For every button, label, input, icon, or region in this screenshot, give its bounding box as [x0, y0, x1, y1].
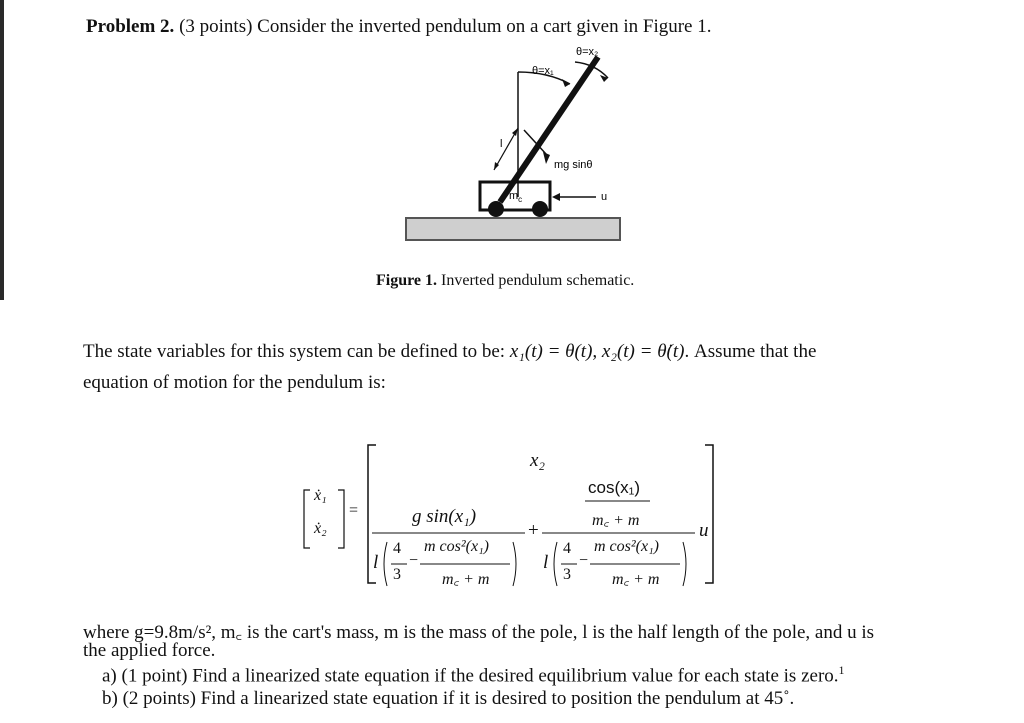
label-theta-x2: θ=x₂: [576, 46, 598, 58]
term1-numerator: g sin(x₁): [412, 506, 477, 527]
question-b-text: (2 points) Find a linearized state equat…: [122, 688, 795, 709]
label-theta-x1: θ=x₁: [532, 65, 554, 77]
problem-label: Problem 2.: [86, 16, 175, 37]
question-a-label: a): [102, 665, 117, 687]
lhs-x2dot: ẋ₂: [314, 520, 327, 537]
term2-mcos: m cos²(x₁): [594, 538, 659, 555]
where-line1: where g=9.8m/s², m꜀ is the cart's mass, …: [83, 622, 875, 643]
term2-minus: −: [579, 552, 589, 569]
problem-text: Consider the inverted pendulum on a cart…: [257, 16, 712, 37]
plus-sign: +: [528, 520, 539, 541]
problem-points: (3 points): [179, 16, 253, 37]
label-l: l: [500, 138, 502, 150]
term2-four: 4: [563, 540, 571, 557]
label-u: u: [601, 191, 607, 203]
theta2-arc: [574, 61, 609, 79]
term2-mcm-bottom: m꜀ + m: [612, 571, 660, 588]
state-text-math: x₁(t) = θ(t), x₂(t) = θ̇(t): [509, 341, 685, 362]
equals-sign: =: [349, 502, 359, 519]
wheel-left: [488, 201, 504, 217]
term2-three: 3: [563, 566, 571, 583]
equation-brackets: [303, 444, 714, 587]
figure-caption: Figure 1. Inverted pendulum schematic.: [376, 272, 634, 290]
term1-mcos: m cos²(x₁): [424, 538, 489, 555]
footnote-marker: 1: [838, 663, 845, 677]
state-text-line2: equation of motion for the pendulum is:: [83, 372, 386, 393]
figure-caption-label: Figure 1.: [376, 272, 438, 289]
input-u: u: [699, 520, 709, 541]
term1-mcm: m꜀ + m: [442, 571, 490, 588]
label-mg-sin: mg sinθ: [554, 159, 593, 171]
label-mc: mc: [509, 190, 522, 204]
state-text-a: The state variables for this system can …: [83, 341, 506, 362]
pendulum-pole: [497, 55, 601, 204]
lhs-x1dot: ẋ₁: [314, 487, 327, 504]
term1-three: 3: [393, 566, 401, 583]
problem-statement: Problem 2. (3 points) Consider the inver…: [86, 16, 711, 38]
term2-l: l: [543, 552, 549, 573]
term1-minus: −: [409, 552, 419, 569]
question-b: b) (2 points) Find a linearized state eq…: [102, 688, 794, 710]
length-marker: [493, 127, 519, 171]
where-line2: the applied force.: [83, 640, 216, 661]
figure-caption-text: Inverted pendulum schematic.: [441, 272, 635, 289]
state-text-b: . Assume that the: [684, 341, 817, 362]
term1-l: l: [373, 552, 379, 573]
term2-cos: cos(x₁): [588, 478, 641, 497]
state-text-line1: The state variables for this system can …: [83, 341, 816, 363]
top-entry: x₂: [530, 450, 546, 471]
question-b-label: b): [102, 688, 118, 709]
ground: [405, 217, 621, 241]
wheel-right: [532, 201, 548, 217]
inverted-pendulum-figure: θ=x₁ θ=x₂ l mg sinθ mc u: [405, 46, 621, 241]
question-a: a) (1 point) Find a linearized state equ…: [102, 663, 845, 687]
term2-mcm-top: m꜀ + m: [592, 512, 640, 529]
left-edge-bar: [0, 0, 4, 300]
term1-four: 4: [393, 540, 401, 557]
question-a-text: (1 point) Find a linearized state equati…: [121, 665, 839, 687]
